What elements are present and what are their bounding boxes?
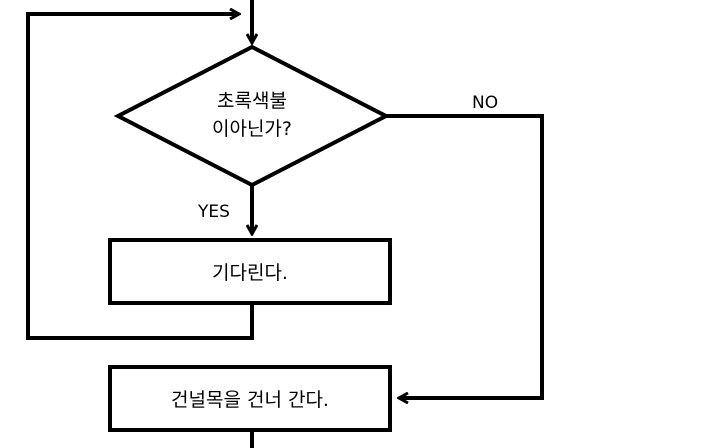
wait-step-label: 기다린다.	[212, 262, 288, 284]
no-connector	[386, 114, 544, 398]
wait-step-box	[108, 238, 392, 305]
yes-edge-label: YES	[197, 202, 230, 222]
decision-label-line2: 이아닌가?	[212, 118, 292, 140]
decision-diamond	[113, 44, 391, 188]
decision-label-line1: 초록색불	[217, 90, 287, 112]
cross-step-label: 건널목을 건너 간다.	[171, 389, 329, 411]
no-edge-label: NO	[472, 93, 498, 113]
loop-back-connector	[26, 14, 254, 340]
